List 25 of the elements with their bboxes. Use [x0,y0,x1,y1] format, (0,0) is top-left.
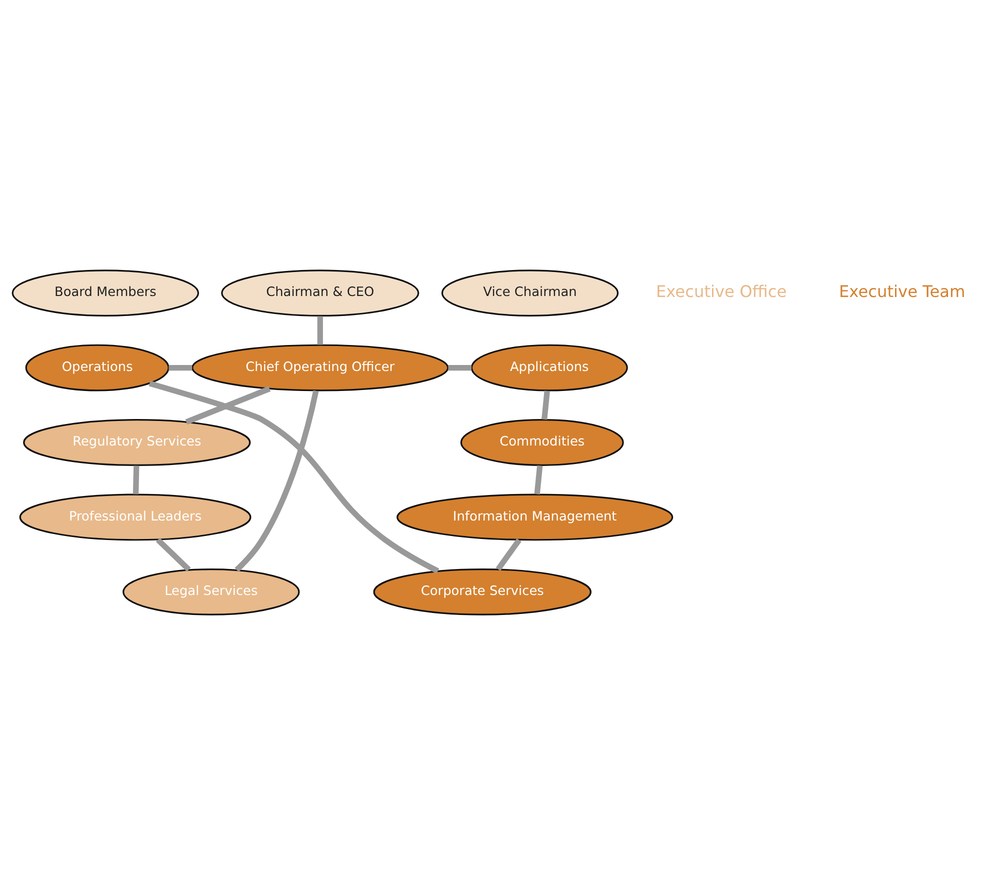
node-ellipse: Regulatory Services [23,418,251,466]
connector [185,386,271,424]
node-ellipse: Professional Leaders [19,493,252,540]
node-ellipse: Legal Services [122,568,300,615]
connector [234,390,319,572]
connector [156,537,191,572]
connector [534,464,543,494]
connector [148,380,440,574]
connector [496,538,522,570]
label: Executive Team [839,282,966,301]
connector [317,316,323,344]
node-ellipse: Commodities [460,418,624,466]
connector [168,364,192,370]
node-ellipse: Vice Chairman [441,269,619,316]
label: Executive Office [656,282,787,301]
node-ellipse: Information Management [396,493,674,540]
connector [542,390,550,420]
node-ellipse: Chief Operating Officer [192,344,449,391]
node-ellipse: Board Members [12,269,200,316]
node-ellipse: Operations [25,344,170,391]
connector [132,465,140,494]
node-ellipse: Chairman & CEO [221,269,420,316]
node-ellipse: Applications [470,344,628,391]
connector [448,364,472,370]
node-ellipse: Corporate Services [373,568,592,615]
